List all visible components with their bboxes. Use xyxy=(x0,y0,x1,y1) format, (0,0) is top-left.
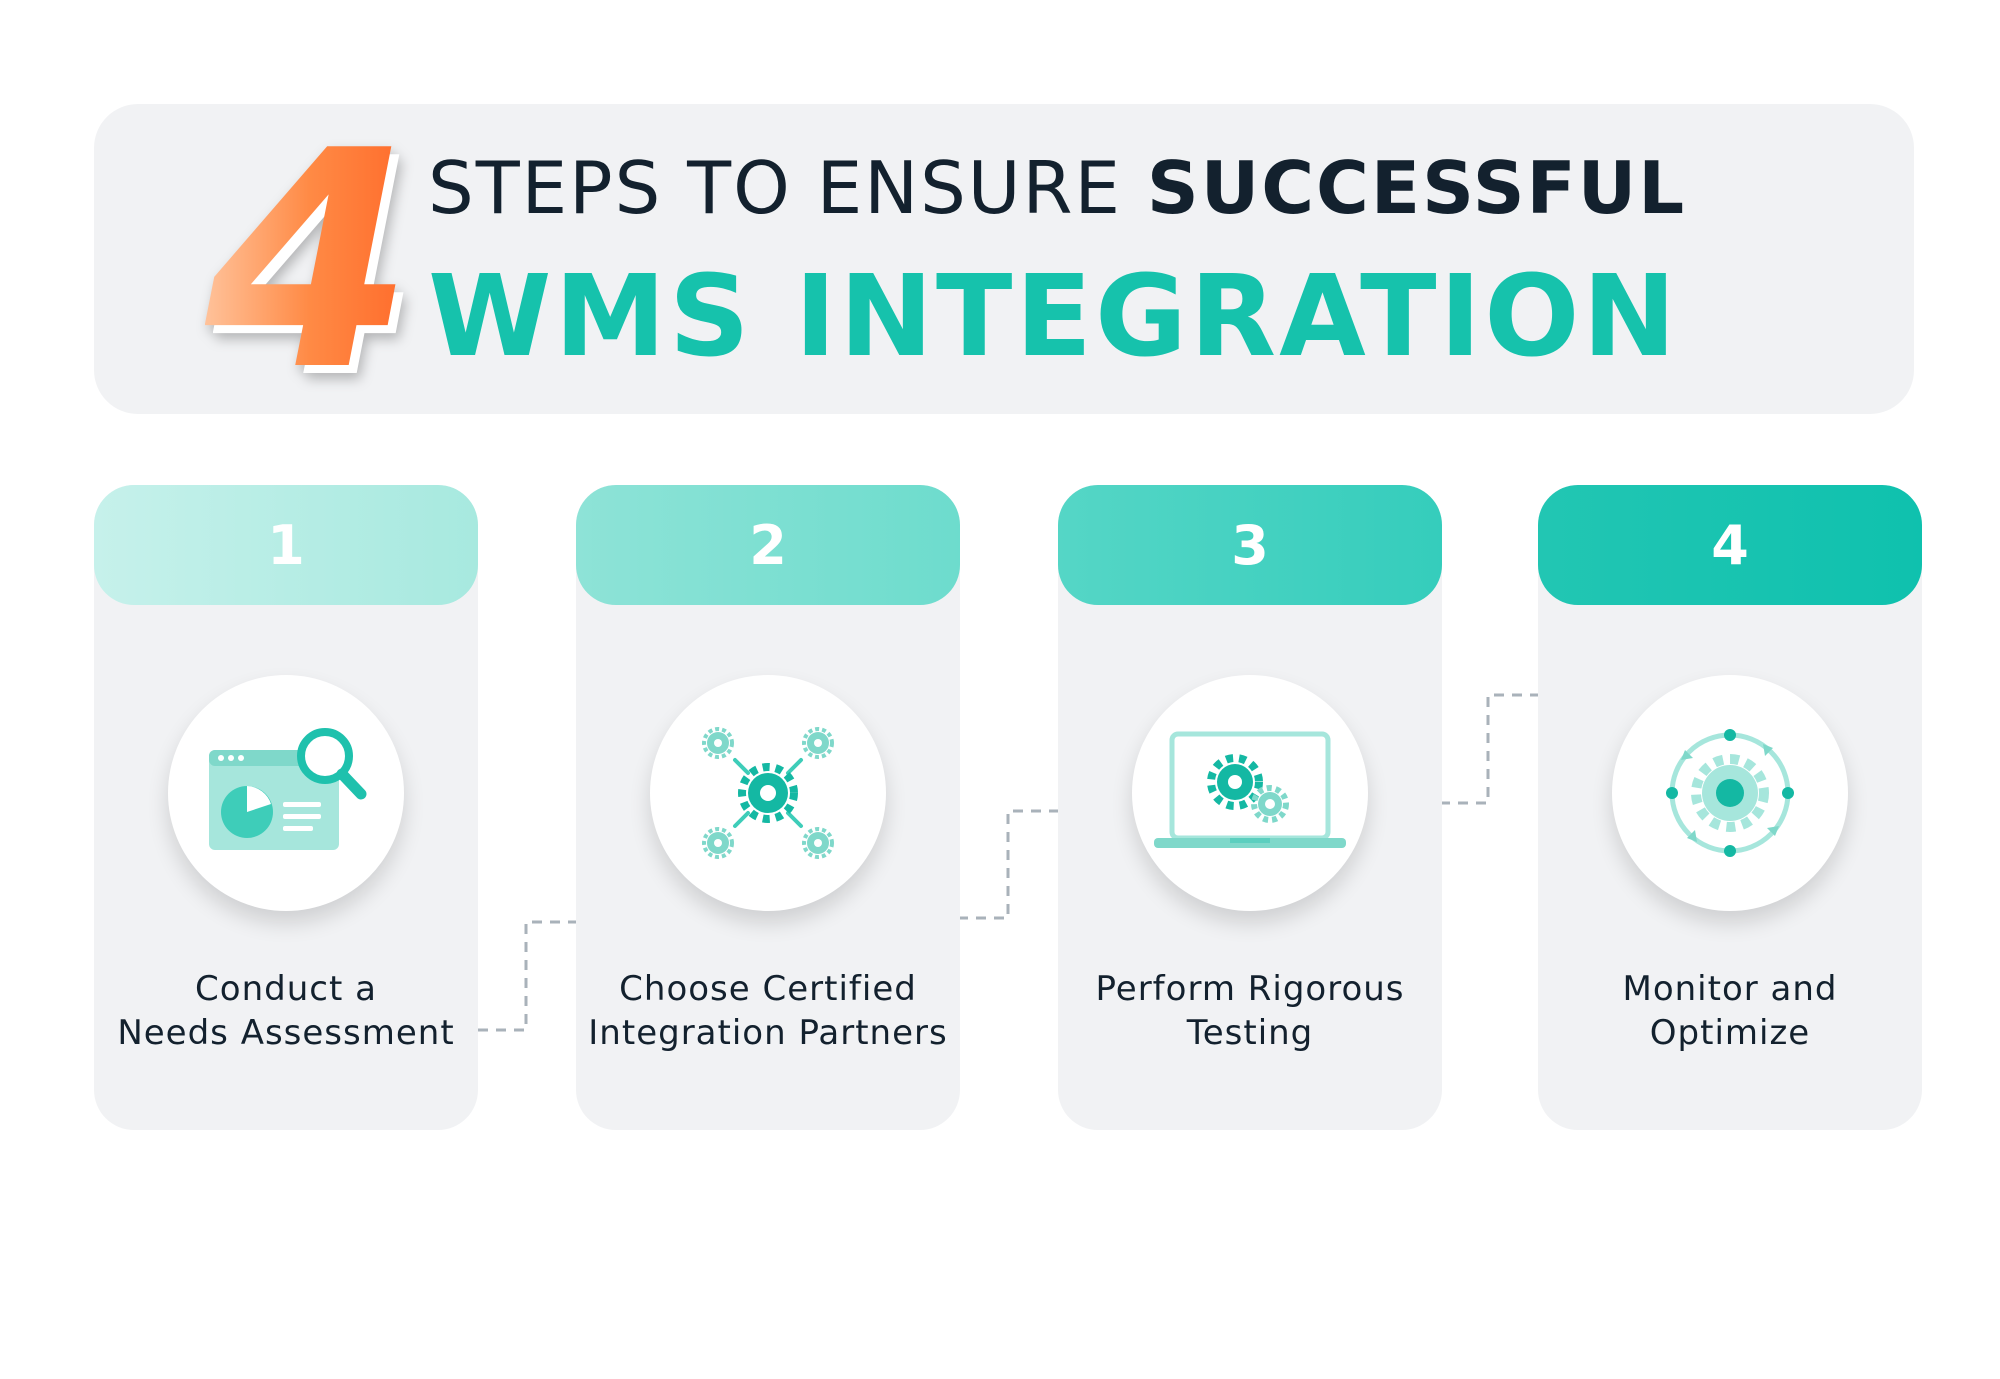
step-1-icon-circle xyxy=(168,675,404,911)
title-light-text: STEPS TO ENSURE xyxy=(428,146,1147,230)
step-3-icon-circle xyxy=(1132,675,1368,911)
connector-3-4 xyxy=(1440,693,1538,805)
title-line-2: WMS INTEGRATION xyxy=(428,252,1680,382)
step-number-3: 3 xyxy=(1058,485,1442,605)
step-1-label: Conduct a Needs Assessment xyxy=(94,967,478,1055)
integration-partners-icon xyxy=(702,727,834,859)
step-2-icon-circle xyxy=(650,675,886,911)
step-3-label-line-2: Testing xyxy=(1186,1013,1314,1053)
step-4-label-line-2: Optimize xyxy=(1649,1013,1811,1053)
big-number-four: 4 xyxy=(205,87,414,436)
step-4-label-line-1: Monitor and xyxy=(1622,969,1838,1009)
step-card-4: 4 Monitor and Optimize xyxy=(1538,485,1922,1130)
step-2-label-line-2: Integration Partners xyxy=(588,1013,948,1053)
step-2-label-line-1: Choose Certified xyxy=(619,969,917,1009)
step-card-1: 1 Conduct a Needs Assessment xyxy=(94,485,478,1130)
step-number-4: 4 xyxy=(1538,485,1922,605)
connector-2-3 xyxy=(958,809,1058,920)
step-1-label-line-2: Needs Assessment xyxy=(117,1013,455,1053)
step-number-1: 1 xyxy=(94,485,478,605)
title-bold-text: SUCCESSFUL xyxy=(1146,146,1687,230)
step-4-icon-circle xyxy=(1612,675,1848,911)
step-2-label: Choose Certified Integration Partners xyxy=(576,967,960,1055)
connector-1-2 xyxy=(478,920,576,1032)
step-card-2: 2 Choose Certified Integration Partners xyxy=(576,485,960,1130)
step-3-label-line-1: Perform Rigorous xyxy=(1095,969,1405,1009)
step-3-label: Perform Rigorous Testing xyxy=(1058,967,1442,1055)
step-number-2: 2 xyxy=(576,485,960,605)
step-card-3: 3 Perform Rigorous Testing xyxy=(1058,485,1442,1130)
title-panel xyxy=(94,104,1914,414)
monitor-optimize-icon xyxy=(1666,729,1794,857)
title-line-1: STEPS TO ENSURE SUCCESSFUL xyxy=(428,146,1686,230)
needs-assessment-icon xyxy=(209,728,367,850)
step-4-label: Monitor and Optimize xyxy=(1538,967,1922,1055)
step-1-label-line-1: Conduct a xyxy=(195,969,377,1009)
testing-laptop-icon xyxy=(1154,731,1346,848)
